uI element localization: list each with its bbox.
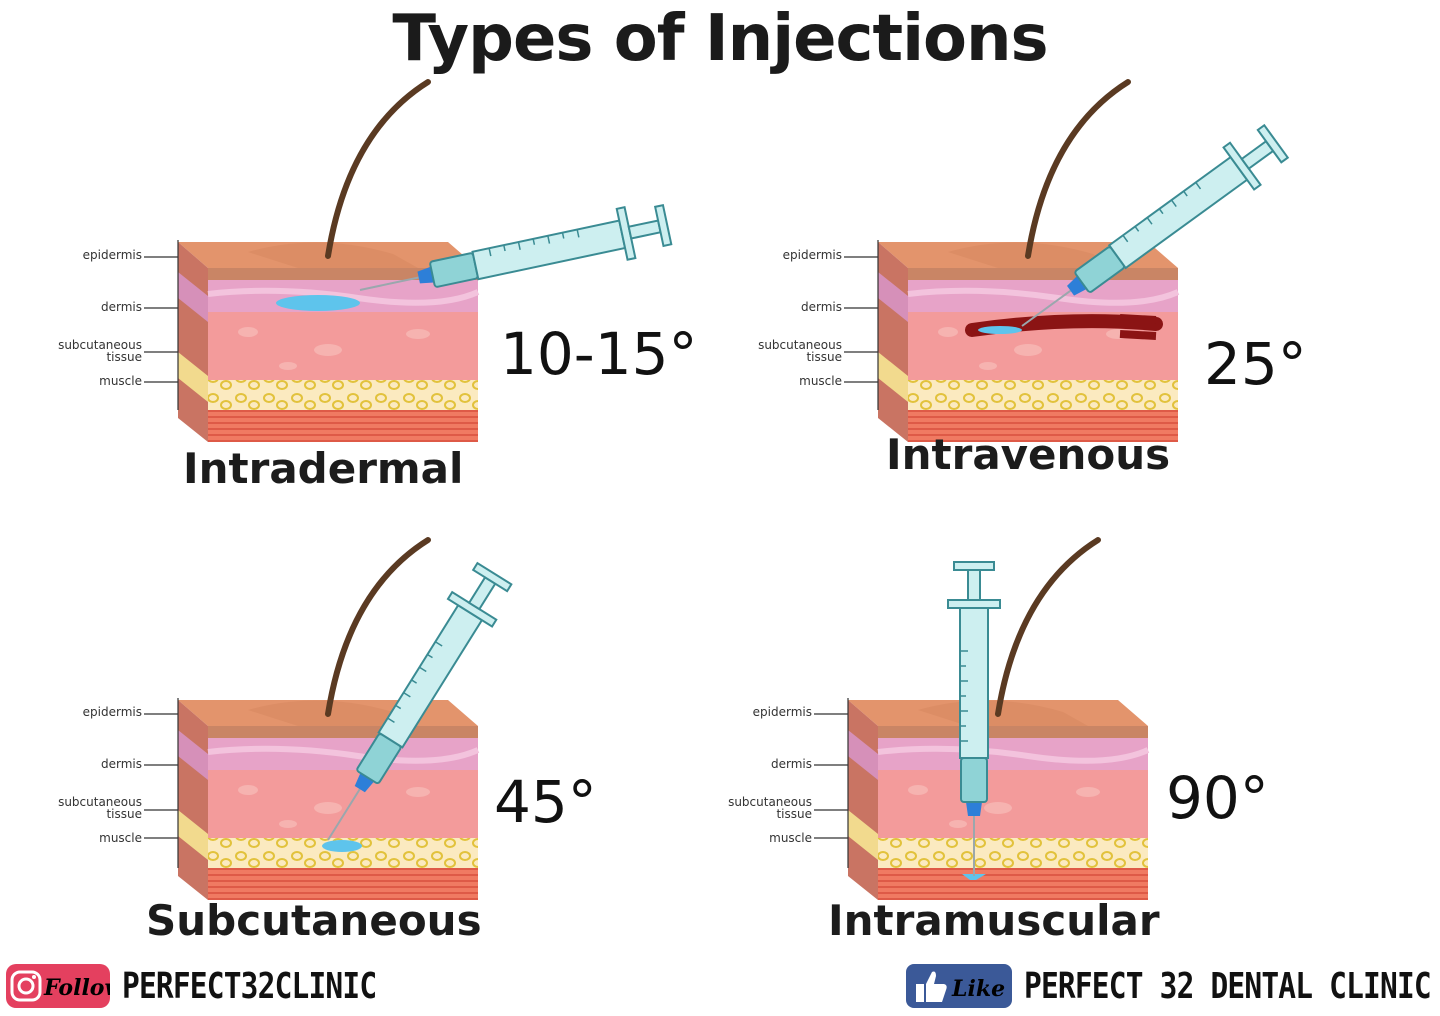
angle-intradermal: 10-15°: [500, 320, 698, 388]
instagram-icon: [10, 970, 42, 1002]
angle-subcutaneous: 45°: [494, 768, 597, 836]
label-epidermis: epidermis: [82, 705, 142, 719]
label-muscle: muscle: [99, 831, 142, 845]
label-dermis: dermis: [101, 300, 142, 314]
facebook-footer[interactable]: Like PERFECT 32 DENTAL CLINIC: [906, 958, 1440, 1014]
label-epidermis: epidermis: [82, 248, 142, 262]
label-subcutaneous: subcutaneous: [728, 795, 812, 809]
page-title: Types of Injections: [392, 2, 1048, 76]
facebook-badge-label: Like: [951, 976, 1005, 1002]
instagram-handle[interactable]: PERFECT32CLINIC: [122, 965, 377, 1007]
label-dermis: dermis: [801, 300, 842, 314]
intradermal-illustration: [144, 90, 674, 510]
label-tissue: tissue: [806, 350, 842, 364]
panel-intradermal: epidermis dermis subcutaneous tissue mus…: [0, 90, 720, 510]
label-muscle: muscle: [799, 374, 842, 388]
panel-intravenous: epidermis dermis subcutaneous tissue mus…: [700, 90, 1420, 510]
label-dermis: dermis: [101, 757, 142, 771]
label-tissue: tissue: [776, 807, 812, 821]
caption-intravenous: Intravenous: [886, 430, 1171, 479]
caption-intramuscular: Intramuscular: [828, 896, 1160, 945]
label-subcutaneous: subcutaneous: [58, 338, 142, 352]
intramuscular-illustration: [814, 500, 1410, 950]
panel-intramuscular: epidermis dermis subcutaneous tissue mus…: [670, 500, 1410, 950]
label-dermis: dermis: [771, 757, 812, 771]
label-tissue: tissue: [106, 350, 142, 364]
label-epidermis: epidermis: [782, 248, 842, 262]
label-subcutaneous: subcutaneous: [758, 338, 842, 352]
label-subcutaneous: subcutaneous: [58, 795, 142, 809]
facebook-like-badge[interactable]: Like: [906, 962, 1012, 1010]
subcutaneous-illustration: [144, 500, 518, 950]
label-muscle: muscle: [769, 831, 812, 845]
instagram-footer[interactable]: Follow PERFECT32CLINIC: [6, 958, 432, 1014]
label-muscle: muscle: [99, 374, 142, 388]
label-epidermis: epidermis: [752, 705, 812, 719]
facebook-handle[interactable]: PERFECT 32 DENTAL CLINIC: [1024, 965, 1432, 1007]
caption-intradermal: Intradermal: [183, 444, 464, 493]
instagram-follow-badge[interactable]: Follow: [6, 962, 110, 1010]
label-tissue: tissue: [106, 807, 142, 821]
intravenous-illustration: [844, 90, 1293, 510]
angle-intravenous: 25°: [1204, 330, 1307, 398]
panel-subcutaneous: epidermis dermis subcutaneous tissue mus…: [0, 500, 720, 950]
angle-intramuscular: 90°: [1166, 764, 1269, 832]
instagram-badge-label: Follow: [43, 975, 110, 1001]
thumbs-up-icon: [916, 971, 947, 1002]
caption-subcutaneous: Subcutaneous: [146, 896, 482, 945]
